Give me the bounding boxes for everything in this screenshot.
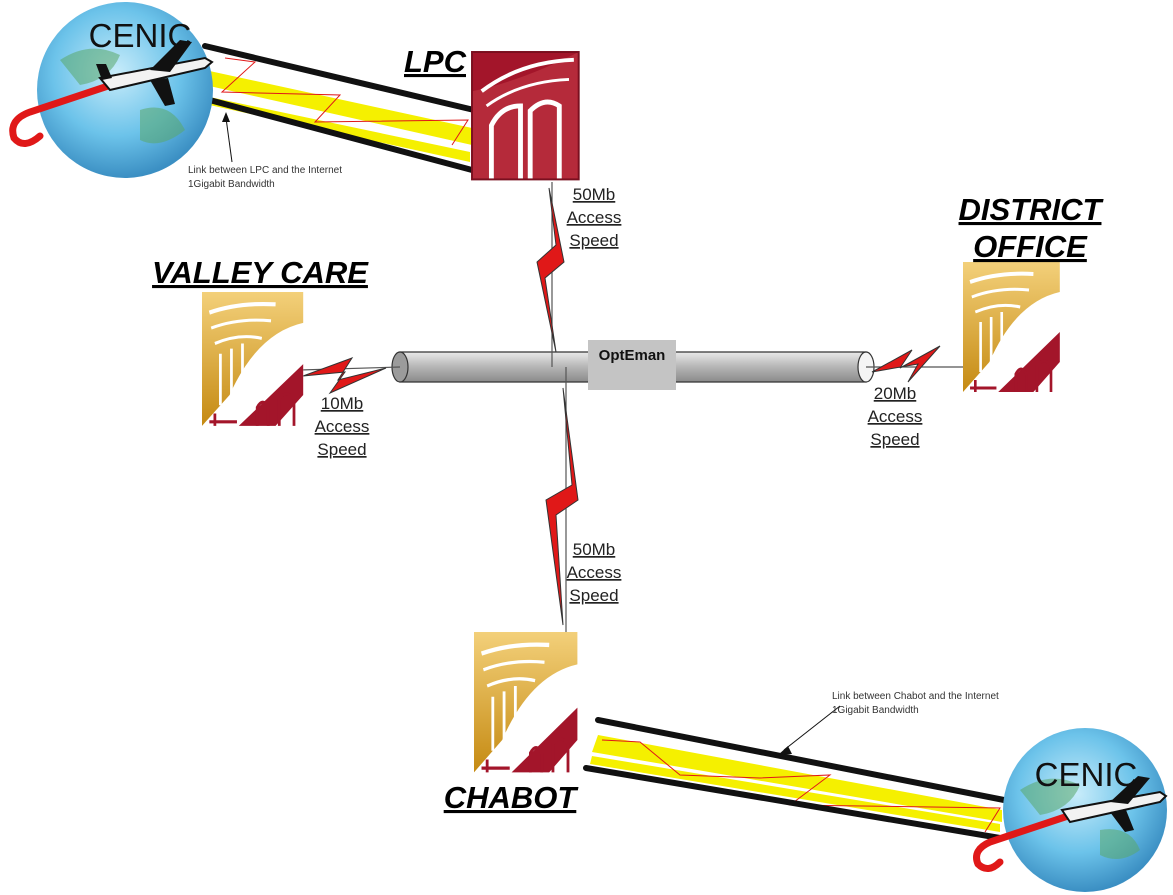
note-top-line1: Link between LPC and the Internet [188,165,342,176]
svg-text:Speed: Speed [569,586,618,605]
svg-text:Access: Access [868,407,923,426]
site-title-district-line2: OFFICE [973,229,1088,264]
svg-text:Access: Access [315,417,370,436]
lightning-valley [302,357,387,395]
optEman-backbone: OptEman [391,340,875,390]
speed-label-chabot: 50Mb Access Speed [567,540,622,605]
speed-label-district: 20Mb Access Speed [868,384,923,449]
site-title-lpc: LPC [404,44,467,79]
svg-text:Speed: Speed [569,231,618,250]
lightning-chabot [545,387,579,626]
lightning-lpc [536,187,565,353]
svg-text:50Mb: 50Mb [573,540,616,559]
site-title-chabot: CHABOT [444,780,580,815]
speed-label-valley: 10Mb Access Speed [315,394,370,459]
note-bottom-line1: Link between Chabot and the Internet [832,691,999,702]
note-bottom: Link between Chabot and the Internet 1Gi… [778,691,999,755]
cenic-globe-bottom: CENIC [973,728,1168,892]
cenic-label-bottom: CENIC [1035,756,1138,793]
svg-text:Access: Access [567,208,622,227]
chabot-logo [474,632,577,772]
svg-text:50Mb: 50Mb [573,185,616,204]
note-top: Link between LPC and the Internet 1Gigab… [188,112,342,190]
valley-care-logo [202,292,303,426]
note-bottom-line2: 1Gigabit Bandwidth [832,705,919,716]
district-office-logo [961,260,1062,394]
svg-text:Speed: Speed [870,430,919,449]
svg-text:10Mb: 10Mb [321,394,364,413]
cenic-globe-top: CENIC [9,2,214,178]
note-top-line2: 1Gigabit Bandwidth [188,179,275,190]
airplane-icon [1060,776,1168,832]
lpc-logo [472,52,579,179]
internet-link-top [199,43,477,173]
site-connectors [299,182,965,632]
backbone-label: OptEman [599,347,666,364]
svg-text:Access: Access [567,563,622,582]
cenic-label-top: CENIC [89,17,192,54]
svg-text:20Mb: 20Mb [874,384,917,403]
internet-link-bottom [583,717,1007,841]
site-title-valley-care: VALLEY CARE [152,255,369,290]
svg-text:Speed: Speed [317,440,366,459]
speed-label-lpc: 50Mb Access Speed [567,185,622,250]
airplane-icon [96,40,214,106]
site-title-district-line1: DISTRICT [959,192,1105,227]
lightning-district [871,345,941,383]
backbone-label-box [588,340,676,390]
